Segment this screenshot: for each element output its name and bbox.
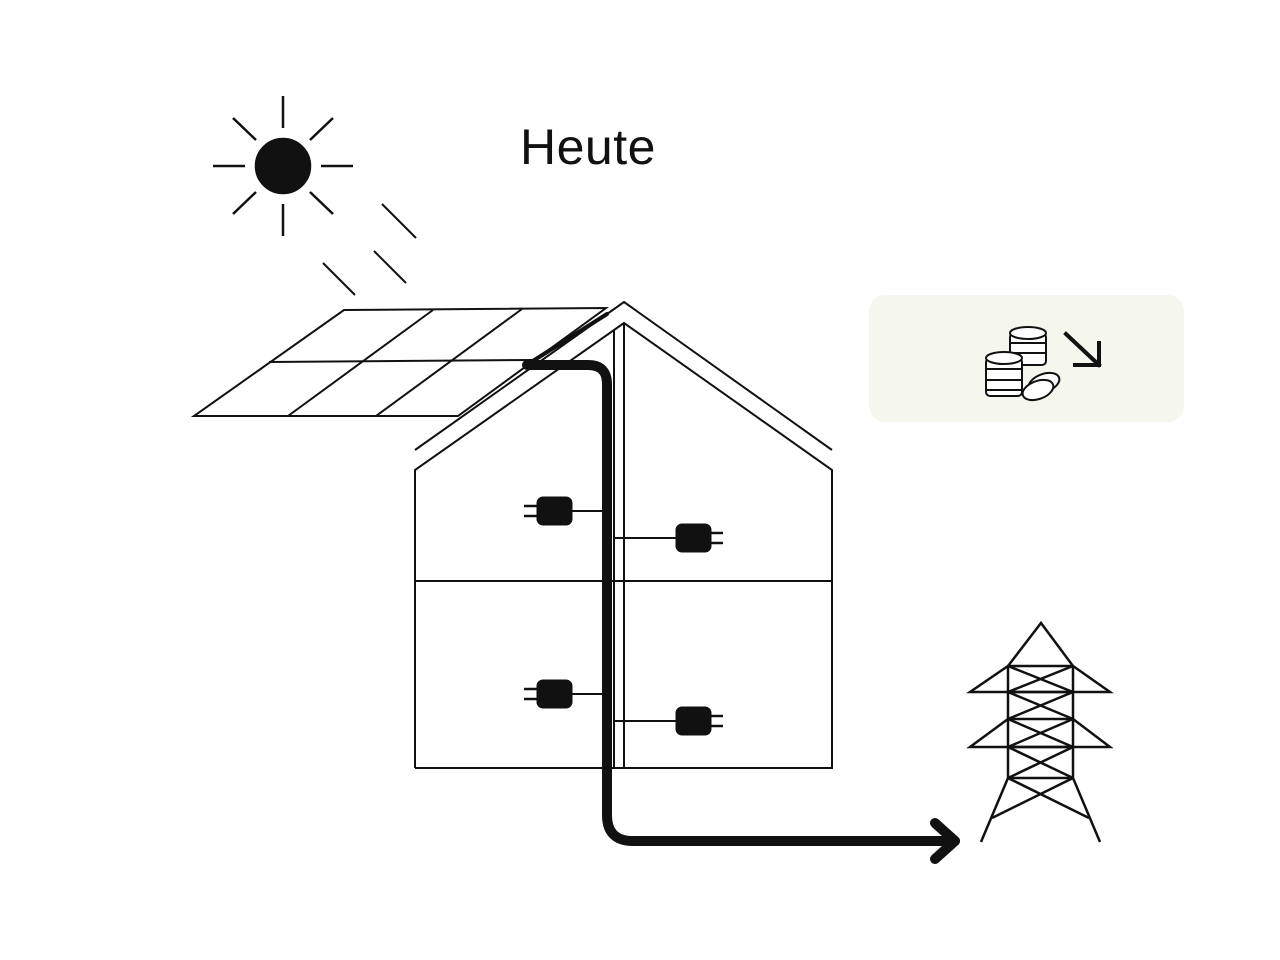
plug-icon — [614, 523, 723, 553]
power-flow-arrow-icon — [522, 312, 960, 864]
arrow-down-right-icon — [1063, 331, 1102, 368]
sunlight-rays — [322, 203, 417, 296]
coins-icon — [985, 326, 1061, 402]
sun-icon — [213, 96, 353, 236]
plug-icon — [614, 706, 723, 736]
plug-icon — [524, 496, 607, 526]
page-title: Heute — [520, 119, 656, 175]
solar-panel-icon — [190, 306, 610, 417]
power-pylon-icon — [965, 620, 1114, 843]
house-icon — [414, 300, 833, 769]
plug-icon — [524, 679, 607, 709]
